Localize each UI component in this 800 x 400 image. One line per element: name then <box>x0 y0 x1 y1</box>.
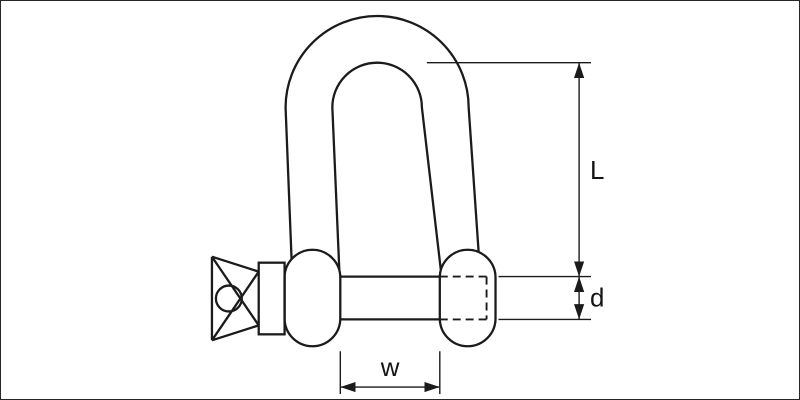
dimension-labels: L d w <box>380 157 605 382</box>
shackle-body <box>283 14 497 348</box>
bow-inner-outline <box>331 61 442 270</box>
pin-threaded-end-hidden <box>439 275 488 321</box>
pin-head-eye-hole <box>214 284 243 313</box>
pin-diameter-dimension-label: d <box>590 284 604 312</box>
right-lug <box>438 248 497 348</box>
length-dimension-label: L <box>590 157 604 185</box>
dimension-annotations <box>339 61 592 395</box>
inside-width-dimension-label: w <box>380 354 400 382</box>
pin-head <box>210 255 260 342</box>
bow-outer-outline <box>284 14 480 259</box>
left-lug <box>283 248 342 348</box>
pin-collar <box>257 261 286 336</box>
screw-pin <box>210 255 488 342</box>
